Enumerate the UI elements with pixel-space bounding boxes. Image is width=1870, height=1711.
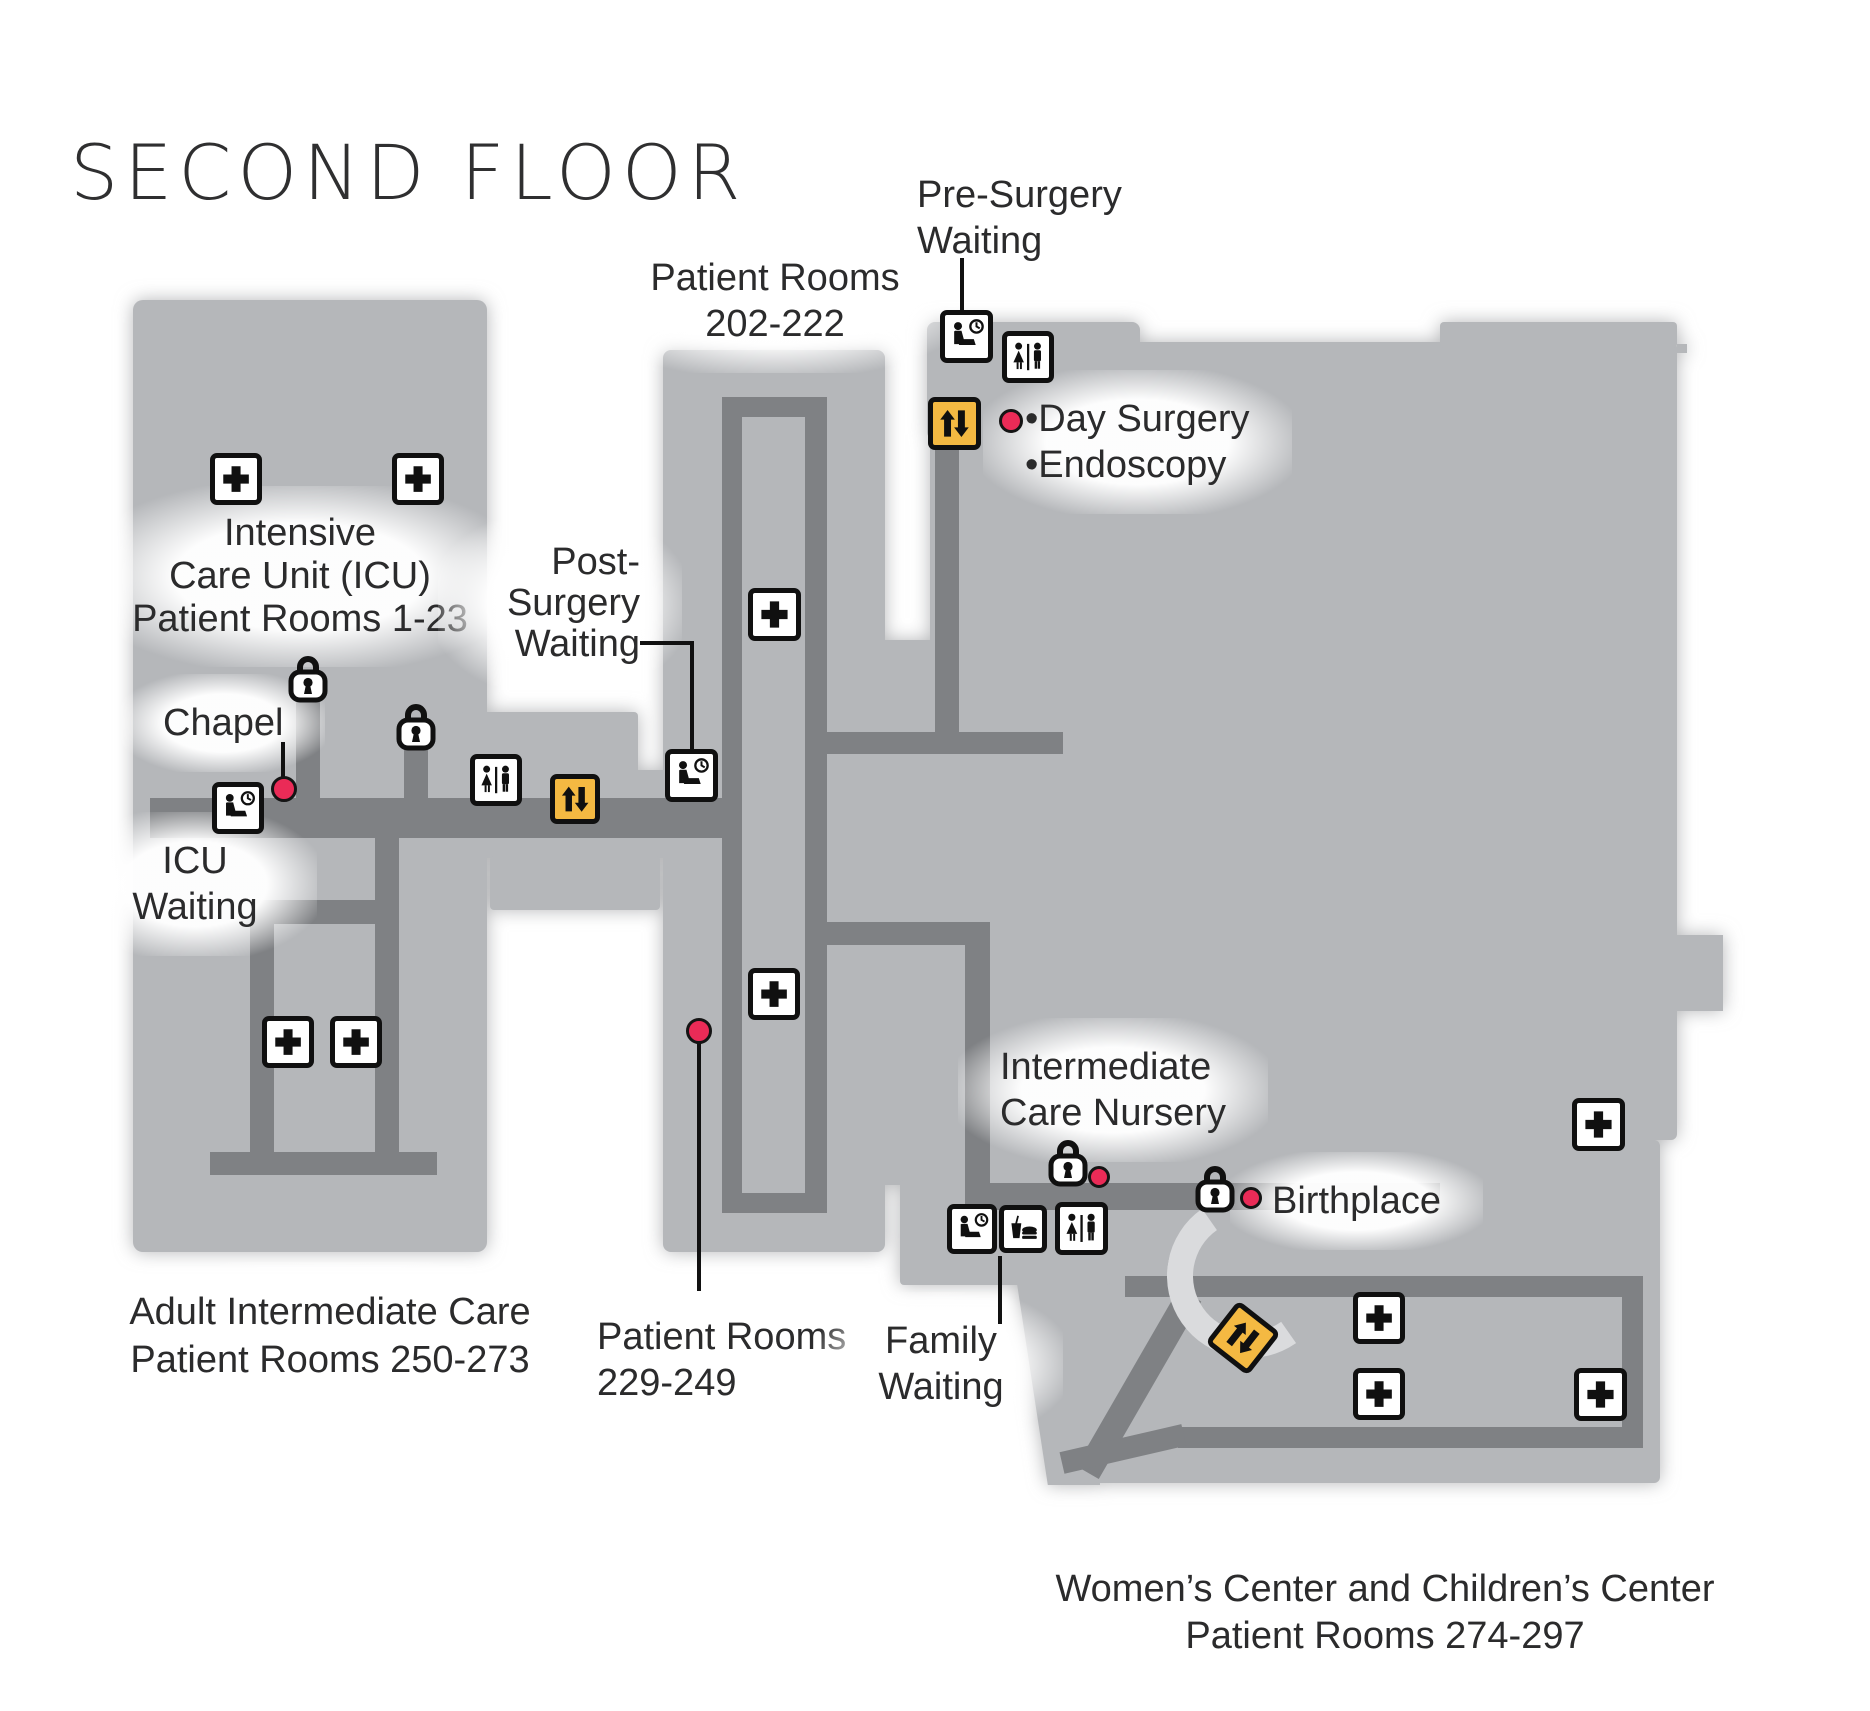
building-shape — [1440, 322, 1677, 348]
restroom-icon — [1055, 1202, 1108, 1255]
label-adult-intermediate-care: Adult Intermediate Care Patient Rooms 25… — [78, 1262, 582, 1410]
corridor — [210, 1152, 437, 1175]
food-drink-glyph — [1011, 1215, 1037, 1239]
first-aid-cross-glyph — [1585, 1111, 1612, 1138]
waiting-icon — [665, 749, 718, 802]
elevator-arrows-glyph — [940, 410, 969, 437]
plus-icon — [1353, 1368, 1405, 1420]
nursery-location-dot — [1088, 1166, 1110, 1188]
restroom-icon — [1002, 331, 1054, 383]
label-pre-surgery-waiting: Pre-Surgery Waiting — [875, 146, 1164, 290]
corridor — [827, 922, 990, 945]
elevator-icon — [550, 774, 600, 824]
restroom-figures-glyph — [1013, 342, 1041, 371]
seated-person-clock-glyph — [954, 319, 984, 345]
first-aid-cross-glyph — [1366, 1381, 1392, 1407]
seated-person-clock-glyph — [960, 1212, 989, 1237]
corridor — [935, 440, 959, 750]
corridor — [375, 838, 399, 1158]
label-chapel: Chapel — [120, 674, 326, 772]
plus-icon — [748, 588, 801, 641]
lock-icon — [288, 652, 328, 704]
first-aid-cross-glyph — [275, 1029, 301, 1055]
elevator-arrows-glyph — [561, 786, 589, 812]
plus-icon — [262, 1016, 314, 1068]
label-intermediate-care-nursery: Intermediate Care Nursery — [958, 1018, 1268, 1162]
building-shape — [1677, 935, 1723, 1011]
waiting-icon — [212, 782, 264, 834]
connector-line — [281, 742, 285, 780]
food-icon — [999, 1205, 1047, 1253]
label-family-waiting: Family Waiting — [819, 1292, 1063, 1436]
rooms-229-location-dot — [686, 1018, 712, 1044]
first-aid-cross-glyph — [405, 466, 431, 492]
connector-line — [640, 641, 694, 645]
connector-line — [690, 641, 694, 751]
waiting-icon — [947, 1204, 997, 1254]
first-aid-cross-glyph — [1366, 1305, 1392, 1331]
label-post-surgery-waiting: Post- Surgery Waiting — [438, 516, 682, 691]
building-shape — [1677, 344, 1687, 353]
first-aid-cross-glyph — [223, 466, 249, 492]
restroom-figures-glyph — [1066, 1213, 1095, 1242]
padlock-glyph — [396, 704, 436, 751]
plus-icon — [210, 453, 262, 505]
first-aid-cross-glyph — [761, 601, 788, 628]
label-birthplace: Birthplace — [1230, 1152, 1483, 1250]
padlock-glyph — [1048, 1140, 1088, 1187]
first-aid-cross-glyph — [1587, 1381, 1614, 1408]
connector-line — [697, 1043, 701, 1291]
page-title: SECOND FLOOR — [70, 128, 747, 217]
lock-icon — [1048, 1136, 1088, 1188]
lock-icon — [1195, 1162, 1235, 1214]
plus-icon — [1353, 1292, 1405, 1344]
day-surgery-location-dot — [999, 409, 1023, 433]
corridor — [1125, 1276, 1643, 1297]
corridor-interior — [742, 417, 805, 1193]
birthplace-location-dot — [1240, 1187, 1262, 1209]
plus-icon — [1574, 1368, 1627, 1421]
first-aid-cross-glyph — [343, 1029, 369, 1055]
label-icu-waiting: ICU Waiting — [73, 812, 317, 956]
label-womens-childrens-center: Women’s Center and Children’s Center Pat… — [1013, 1540, 1757, 1686]
padlock-glyph — [288, 656, 328, 703]
waiting-icon — [940, 310, 993, 363]
seated-person-clock-glyph — [225, 791, 255, 817]
restroom-figures-glyph — [481, 765, 509, 794]
elevator-arrows-glyph — [1226, 1322, 1260, 1354]
first-aid-cross-glyph — [761, 981, 787, 1007]
corridor — [1178, 1427, 1643, 1448]
restroom-icon — [470, 754, 522, 806]
corridor — [1622, 1276, 1643, 1448]
corridor — [404, 748, 428, 800]
lock-icon — [396, 700, 436, 752]
label-day-surgery-endoscopy: •Day Surgery •Endoscopy — [983, 370, 1291, 514]
connector-line — [960, 258, 964, 312]
building-shape — [490, 856, 660, 910]
seated-person-clock-glyph — [679, 758, 709, 784]
plus-icon — [1572, 1098, 1625, 1151]
plus-icon — [748, 968, 800, 1020]
plus-icon — [392, 453, 444, 505]
connector-line — [998, 1256, 1002, 1324]
elevator-icon — [928, 397, 981, 450]
plus-icon — [330, 1016, 382, 1068]
chapel-location-dot — [271, 776, 297, 802]
padlock-glyph — [1195, 1166, 1235, 1213]
elevator-icon — [1205, 1300, 1281, 1376]
